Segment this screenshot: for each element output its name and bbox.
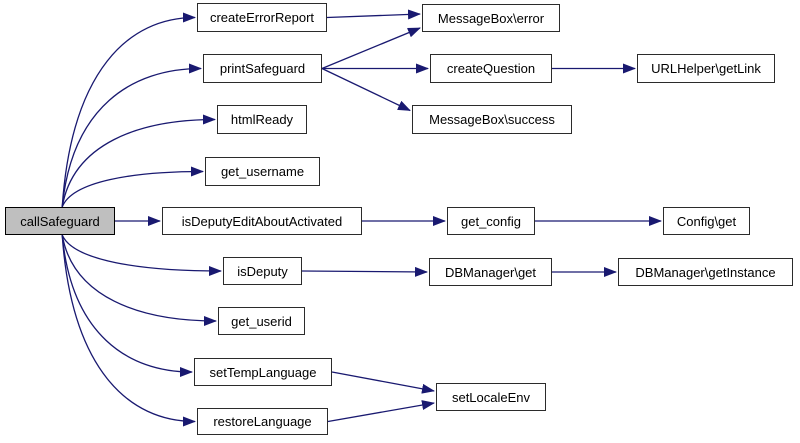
node-callSafeguard[interactable]: callSafeguard (5, 207, 115, 235)
node-htmlReady[interactable]: htmlReady (217, 105, 307, 134)
node-get-config[interactable]: get_config (447, 207, 535, 235)
node-Config-get[interactable]: Config\get (663, 207, 750, 235)
node-MessageBox-error[interactable]: MessageBox\error (422, 4, 560, 32)
node-get-userid[interactable]: get_userid (218, 307, 305, 335)
node-get-username[interactable]: get_username (205, 157, 320, 186)
node-DBManager-get[interactable]: DBManager\get (429, 258, 552, 286)
node-printSafeguard[interactable]: printSafeguard (203, 54, 322, 83)
node-setLocaleEnv[interactable]: setLocaleEnv (436, 383, 546, 411)
node-setTempLanguage[interactable]: setTempLanguage (194, 358, 332, 386)
node-URLHelper-getLink[interactable]: URLHelper\getLink (637, 54, 775, 83)
node-createQuestion[interactable]: createQuestion (430, 54, 552, 83)
node-isDeputyEditAboutActivated[interactable]: isDeputyEditAboutActivated (162, 207, 362, 235)
node-MessageBox-success[interactable]: MessageBox\success (412, 105, 572, 134)
node-isDeputy[interactable]: isDeputy (223, 257, 302, 285)
node-DBManager-getInstance[interactable]: DBManager\getInstance (618, 258, 793, 286)
node-createErrorReport[interactable]: createErrorReport (197, 3, 327, 32)
node-restoreLanguage[interactable]: restoreLanguage (197, 408, 328, 435)
